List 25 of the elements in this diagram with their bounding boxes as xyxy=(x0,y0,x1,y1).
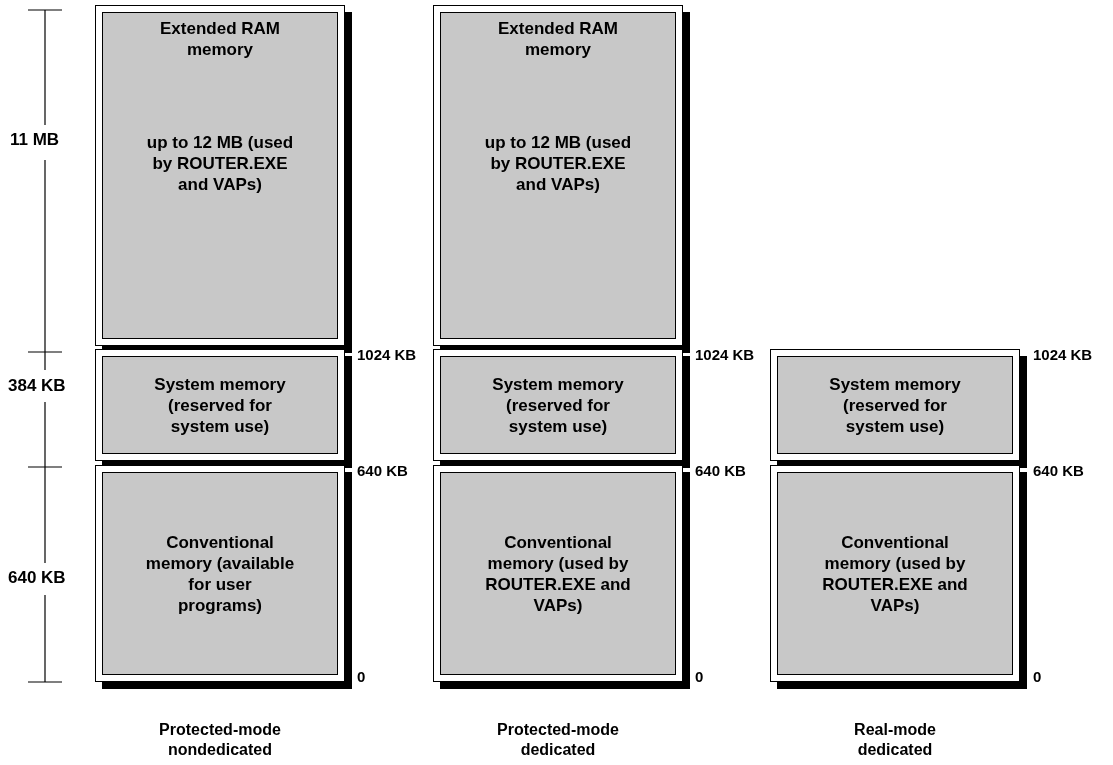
address-label: 640 KB xyxy=(695,461,746,481)
address-label: 1024 KB xyxy=(357,345,417,365)
address-label: 640 KB xyxy=(357,461,408,481)
size-label: 384 KB xyxy=(8,376,66,396)
size-label: 11 MB xyxy=(10,130,60,150)
address-label: 1024 KB xyxy=(695,345,755,365)
block-description: up to 12 MB (used by ROUTER.EXE and VAPs) xyxy=(483,132,633,195)
address-label: 640 KB xyxy=(1033,461,1084,481)
block-title: Conventional memory (available for user programs) xyxy=(144,531,296,616)
address-label: 0 xyxy=(695,667,704,687)
block-title: Extended RAM memory xyxy=(497,18,619,60)
block-title: Conventional memory (used by ROUTER.EXE and VAPs) xyxy=(821,531,969,616)
column-caption: Protected-mode dedicated xyxy=(496,720,620,760)
address-label: 1024 KB xyxy=(1033,345,1093,365)
block-description: up to 12 MB (used by ROUTER.EXE and VAPs) xyxy=(145,132,295,195)
column-caption: Protected-mode nondedicated xyxy=(158,720,282,760)
column-caption: Real-mode dedicated xyxy=(853,720,937,760)
block-title: System memory (reserved for system use) xyxy=(153,373,287,437)
block-title: System memory (reserved for system use) xyxy=(828,373,962,437)
size-label: 640 KB xyxy=(8,568,66,588)
block-title: System memory (reserved for system use) xyxy=(491,373,625,437)
address-label: 0 xyxy=(357,667,366,687)
block-title: Conventional memory (used by ROUTER.EXE and VAPs) xyxy=(484,531,632,616)
block-title: Extended RAM memory xyxy=(159,18,281,60)
address-label: 0 xyxy=(1033,667,1042,687)
